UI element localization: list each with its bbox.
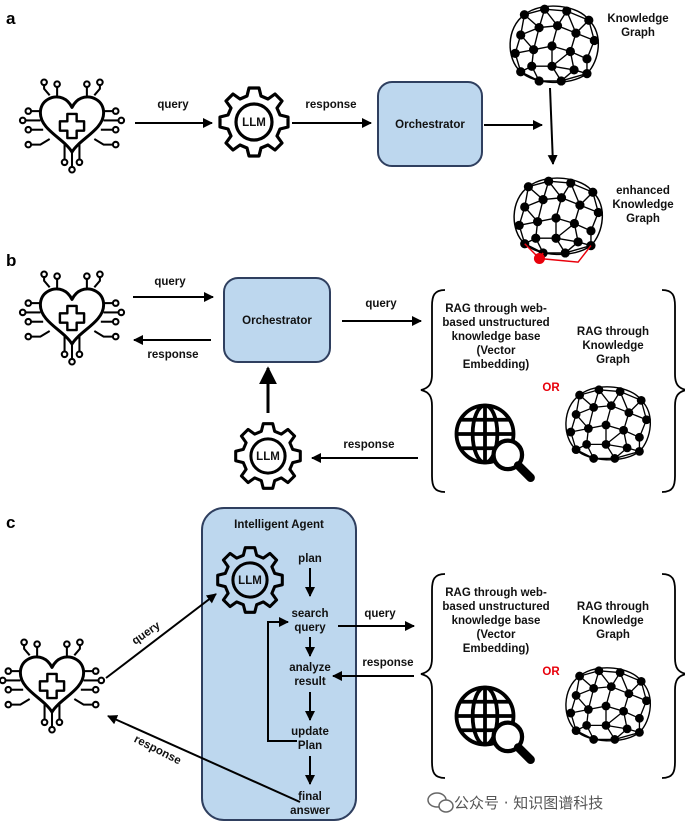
b-query-left-label: query bbox=[154, 276, 186, 288]
c-rag-web-line: knowledge base bbox=[452, 615, 541, 627]
b-rag-web-line: Embedding) bbox=[463, 359, 530, 371]
c-rag-kg-line: RAG through bbox=[577, 601, 649, 613]
c-rag-web-text: RAG through web- based unstructured know… bbox=[442, 587, 549, 655]
step-final-line1: final bbox=[298, 791, 322, 803]
a-kg-line2: Graph bbox=[621, 27, 655, 39]
c-rag-kg-line: Graph bbox=[596, 629, 630, 641]
b-knowledge-graph-icon bbox=[565, 384, 652, 464]
a-query-label: query bbox=[157, 99, 189, 111]
b-globe-search-icon bbox=[457, 406, 531, 478]
b-response-left-label: response bbox=[147, 349, 198, 361]
b-left-brace bbox=[420, 289, 446, 493]
c-llm-label: LLM bbox=[238, 575, 262, 587]
c-rag-web-line: Embedding) bbox=[463, 643, 530, 655]
a-orchestrator-label: Orchestrator bbox=[395, 119, 465, 131]
b-rag-web-text: RAG through web- based unstructured know… bbox=[442, 303, 549, 371]
c-or-label: OR bbox=[542, 666, 560, 678]
c-response-diag-arrow bbox=[107, 715, 301, 803]
c-rag-web-line: based unstructured bbox=[442, 601, 549, 613]
wechat-icon bbox=[427, 792, 454, 813]
c-left-brace bbox=[420, 573, 446, 779]
c-query-diag-label: query bbox=[130, 619, 163, 647]
c-response-right-label: response bbox=[362, 657, 413, 669]
b-rag-web-line: knowledge base bbox=[452, 331, 541, 343]
b-llm-label: LLM bbox=[256, 451, 280, 463]
a-kg-line1: Knowledge bbox=[607, 13, 668, 25]
health-chip-icon bbox=[18, 78, 126, 174]
b-query-right-label: query bbox=[365, 298, 397, 310]
c-rag-web-line: RAG through web- bbox=[445, 587, 547, 599]
a-llm-label: LLM bbox=[242, 117, 266, 129]
c-query-right-label: query bbox=[364, 608, 396, 620]
b-rag-kg-line: Knowledge bbox=[582, 340, 643, 352]
b-response-bottom-label: response bbox=[343, 439, 394, 451]
b-orchestrator-box bbox=[223, 277, 331, 363]
b-rag-kg-text: RAG through Knowledge Graph bbox=[577, 326, 649, 366]
step-search-line2: query bbox=[294, 622, 326, 634]
intelligent-agent-box bbox=[201, 507, 357, 821]
a-ekg-line2: Knowledge bbox=[612, 199, 673, 211]
loop-back-arrow bbox=[267, 617, 297, 742]
panel-label-a: a bbox=[6, 9, 16, 28]
b-right-brace bbox=[661, 289, 685, 493]
step-update-line1: update bbox=[291, 726, 329, 738]
step-update-line2: Plan bbox=[298, 740, 322, 752]
c-right-brace bbox=[661, 573, 685, 779]
panel-label-c: c bbox=[6, 513, 15, 532]
c-rag-kg-text: RAG through Knowledge Graph bbox=[577, 601, 649, 641]
a-orchestrator-box bbox=[377, 81, 483, 167]
c-globe-search-icon bbox=[457, 688, 531, 760]
step-final-line2: answer bbox=[290, 805, 330, 817]
c-query-diag-arrow bbox=[105, 593, 217, 679]
step-analyze-line1: analyze bbox=[289, 662, 331, 674]
b-rag-kg-line: RAG through bbox=[577, 326, 649, 338]
knowledge-graph-icon bbox=[509, 3, 600, 87]
agent-title: Intelligent Agent bbox=[234, 519, 324, 531]
c-health-chip-icon bbox=[0, 638, 106, 734]
b-health-chip-icon bbox=[18, 270, 126, 366]
a-response-label: response bbox=[305, 99, 356, 111]
c-rag-web-line: (Vector bbox=[477, 629, 517, 641]
b-rag-web-line: (Vector bbox=[477, 345, 517, 357]
b-or-label: OR bbox=[542, 382, 560, 394]
c-rag-kg-line: Knowledge bbox=[582, 615, 643, 627]
b-rag-web-line: based unstructured bbox=[442, 317, 549, 329]
enhanced-knowledge-graph-icon bbox=[513, 175, 604, 264]
step-search-line1: search bbox=[291, 608, 328, 620]
a-ekg-line1: enhanced bbox=[616, 185, 670, 197]
step-analyze-line2: result bbox=[294, 676, 325, 688]
c-knowledge-graph-icon bbox=[565, 665, 652, 745]
b-rag-kg-line: Graph bbox=[596, 354, 630, 366]
panel-label-b: b bbox=[6, 251, 16, 270]
b-rag-web-line: RAG through web- bbox=[445, 303, 547, 315]
a-enhance-arrow bbox=[547, 87, 558, 165]
b-orchestrator-label: Orchestrator bbox=[242, 315, 312, 327]
a-ekg-line3: Graph bbox=[626, 213, 660, 225]
watermark-text: 公众号 · 知识图谱科技 bbox=[454, 794, 604, 812]
step-plan: plan bbox=[298, 553, 322, 565]
